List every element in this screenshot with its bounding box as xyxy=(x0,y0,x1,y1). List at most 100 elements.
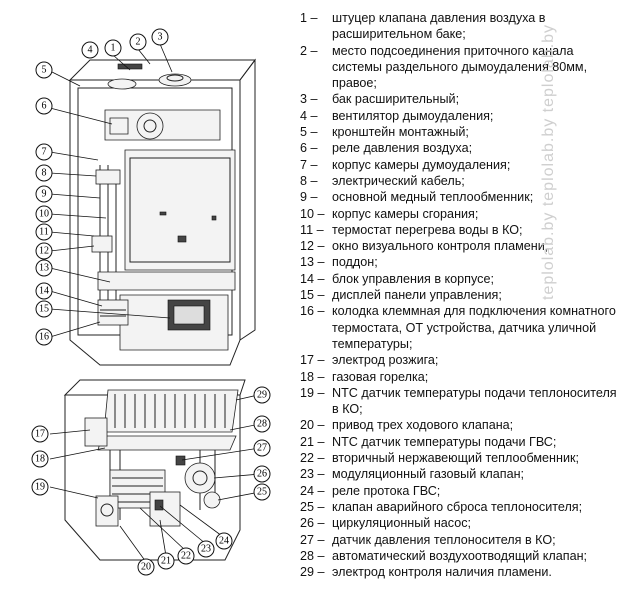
legend-item-number: 14 – xyxy=(300,271,325,286)
legend-item-number: 9 – xyxy=(300,190,318,205)
callout-1: 1 xyxy=(104,39,122,57)
callout-19: 19 xyxy=(31,478,49,496)
callout-29: 29 xyxy=(253,386,271,404)
legend-item-number: 17 – xyxy=(300,353,325,368)
legend-item-text: термостат перегрева воды в КО; xyxy=(332,222,523,237)
boiler-upper-view xyxy=(68,58,256,366)
legend-item: 2 –место подсоединения приточного канала… xyxy=(300,43,625,92)
legend-item-number: 6 – xyxy=(300,141,318,156)
legend-item: 22 –вторичный нержавеющий теплообменник; xyxy=(300,450,625,466)
watermark-text: teplolab.by teplolab.by teplolab.by xyxy=(540,23,557,300)
legend-item-number: 15 – xyxy=(300,288,325,303)
legend-item-text: вентилятор дымоудаления; xyxy=(332,108,494,123)
legend-item-number: 26 – xyxy=(300,516,325,531)
legend-item: 16 –колодка клеммная для подключения ком… xyxy=(300,303,625,352)
legend-item-text: бак расширительный; xyxy=(332,92,460,107)
callout-8: 8 xyxy=(35,164,53,182)
callout-4-label: 4 xyxy=(88,45,93,56)
legend-item: 15 –дисплей панели управления; xyxy=(300,287,625,303)
legend-item-number: 19 – xyxy=(300,385,325,400)
callout-21: 21 xyxy=(157,552,175,570)
callout-27: 27 xyxy=(253,439,271,457)
callout-15: 15 xyxy=(35,300,53,318)
callout-22-label: 22 xyxy=(181,551,191,562)
legend-item-text: кронштейн монтажный; xyxy=(332,125,469,140)
legend-item: 6 – реле давления воздуха; xyxy=(300,140,625,156)
legend-item-number: 27 – xyxy=(300,532,325,547)
callout-27-label: 27 xyxy=(257,443,267,454)
legend-item: 11 – термостат перегрева воды в КО; xyxy=(300,222,625,238)
legend-item: 23 –модуляционный газовый клапан; xyxy=(300,466,625,482)
legend-item: 9 – основной медный теплообменник; xyxy=(300,189,625,205)
legend-item: 27 – датчик давления теплоносителя в КО; xyxy=(300,532,625,548)
callout-10: 10 xyxy=(35,205,53,223)
callout-16-label: 16 xyxy=(39,332,49,343)
callout-25-label: 25 xyxy=(257,487,267,498)
legend-item-text: поддон; xyxy=(332,255,378,270)
legend-item: 12 –окно визуального контроля пламени; xyxy=(300,238,625,254)
callout-6: 6 xyxy=(35,97,53,115)
callout-17-label: 17 xyxy=(35,429,45,440)
legend-item: 26 – циркуляционный насос; xyxy=(300,515,625,531)
callout-9: 9 xyxy=(35,185,53,203)
callout-8-label: 8 xyxy=(42,168,47,179)
callout-1-label: 1 xyxy=(111,43,116,54)
legend-item-number: 11 – xyxy=(300,222,324,237)
boiler-diagram: 1 2 3 4 5 6 7 8 9 10 11 12 13 14 15 16 1… xyxy=(31,28,271,576)
legend-item-number: 25 – xyxy=(300,499,325,514)
legend-item-number: 8 – xyxy=(300,173,318,188)
legend-item: 28 –автоматический воздухоотводящий клап… xyxy=(300,548,625,564)
legend-item: 17 –электрод розжига; xyxy=(300,352,625,368)
callout-20-label: 20 xyxy=(141,562,151,573)
legend-item-text: NTC датчик температуры подачи теплоносит… xyxy=(332,385,617,417)
legend-item: 3 – бак расширительный; xyxy=(300,91,625,107)
legend-item-text: вторичный нержавеющий теплообменник; xyxy=(332,451,580,466)
legend-item-number: 12 – xyxy=(300,239,325,254)
legend-item: 20 –привод трех ходового клапана; xyxy=(300,417,625,433)
legend-item-text: привод трех ходового клапана; xyxy=(332,418,514,433)
legend-item-number: 4 – xyxy=(300,108,318,123)
callout-7: 7 xyxy=(35,143,53,161)
legend-item-number: 10 – xyxy=(300,206,325,221)
legend-item: 5 –кронштейн монтажный; xyxy=(300,124,625,140)
legend-item-text: электрический кабель; xyxy=(332,173,465,188)
callout-26-label: 26 xyxy=(257,469,267,480)
legend-item: 8 – электрический кабель; xyxy=(300,173,625,189)
legend-item-text: NTC датчик температуры подачи ГВС; xyxy=(332,434,557,449)
legend-item-number: 3 – xyxy=(300,92,318,107)
legend-item-text: электрод контроля наличия пламени. xyxy=(332,565,552,580)
callout-14-label: 14 xyxy=(39,286,49,297)
legend-item-number: 21 – xyxy=(300,434,325,449)
callout-4: 4 xyxy=(81,41,99,59)
callout-15-label: 15 xyxy=(39,304,49,315)
legend-item: 24 –реле протока ГВС; xyxy=(300,483,625,499)
callout-3: 3 xyxy=(151,28,169,46)
legend-item-number: 29 – xyxy=(300,565,325,580)
callout-28: 28 xyxy=(253,415,271,433)
legend-item-text: корпус камеры думоудаления; xyxy=(332,157,511,172)
callout-28-label: 28 xyxy=(257,419,267,430)
callout-13-label: 13 xyxy=(39,263,49,274)
legend-item-number: 28 – xyxy=(300,548,325,563)
callout-23: 23 xyxy=(197,540,215,558)
legend-item-number: 24 – xyxy=(300,483,325,498)
legend-item: 14 – блок управления в корпусе; xyxy=(300,271,625,287)
legend-item-number: 7 – xyxy=(300,157,318,172)
legend-item: 19 – NTC датчик температуры подачи теплон… xyxy=(300,385,625,418)
legend-item-text: циркуляционный насос; xyxy=(332,516,472,531)
callout-3-label: 3 xyxy=(158,32,163,43)
boiler-lower-view xyxy=(63,379,246,561)
legend-item-text: основной медный теплообменник; xyxy=(332,190,534,205)
callout-12-label: 12 xyxy=(39,246,49,257)
legend-item-text: реле давления воздуха; xyxy=(332,141,473,156)
callout-21-label: 21 xyxy=(161,556,171,567)
callout-24: 24 xyxy=(215,532,233,550)
legend-item: 7 – корпус камеры думоудаления; xyxy=(300,157,625,173)
legend-item-text: датчик давления теплоносителя в КО; xyxy=(332,532,556,547)
legend-item: 18 –газовая горелка; xyxy=(300,369,625,385)
legend-item-text: блок управления в корпусе; xyxy=(332,271,494,286)
callout-9-label: 9 xyxy=(42,189,47,200)
legend-item-text: модуляционный газовый клапан; xyxy=(332,467,525,482)
callout-5-label: 5 xyxy=(42,65,47,76)
callout-13: 13 xyxy=(35,259,53,277)
